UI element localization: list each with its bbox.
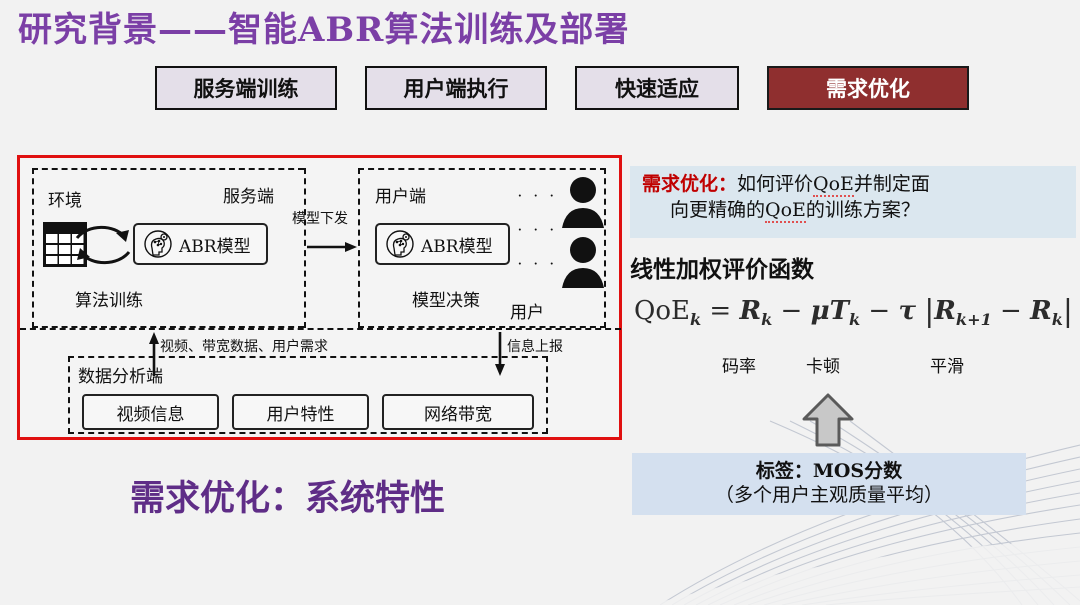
- page-title: 研究背景——智能ABR算法训练及部署: [18, 10, 630, 50]
- question-line1-b: 并制定面: [853, 173, 930, 195]
- abr-model-box-client[interactable]: ABR模型: [375, 223, 510, 265]
- formula-lhs: QoE: [634, 296, 690, 326]
- mos-line-1: 标签：MOS分数: [755, 460, 903, 483]
- formula-rebuf: T: [829, 296, 849, 326]
- brain-gear-icon: [144, 230, 172, 258]
- question-line1-qoe: QoE: [813, 173, 854, 197]
- analysis-item-network-bandwidth[interactable]: 网络带宽: [382, 394, 534, 430]
- chip-fast-adaptation[interactable]: 快速适应: [575, 66, 739, 110]
- chip-server-training[interactable]: 服务端训练: [155, 66, 337, 110]
- ellipsis-dots-row1: · · ·: [517, 186, 558, 205]
- client-section-dashed-border: [358, 168, 606, 328]
- question-line1-a: 如何评价: [737, 173, 814, 195]
- analysis-item-user-feature[interactable]: 用户特性: [232, 394, 369, 430]
- up-block-arrow-icon: [802, 393, 854, 447]
- label-info-report: 信息上报: [507, 339, 563, 355]
- label-client: 用户端: [375, 187, 426, 207]
- label-user: 用户: [510, 303, 544, 323]
- analysis-item-video-info[interactable]: 视频信息: [82, 394, 219, 430]
- mos-label-box: 标签：MOS分数 （多个用户主观质量平均）: [632, 453, 1026, 515]
- model-deploy-arrow-icon: [307, 242, 357, 252]
- label-environment: 环境: [48, 191, 82, 211]
- cycle-arrows-icon: [75, 225, 131, 265]
- system-architecture-diagram: 环境 服务端 用户端 算法训练 模型决策 用户 模型下发 信息上报 视频、带宽数…: [17, 155, 622, 440]
- formula-bitrate-sub: k: [761, 310, 773, 330]
- client-section-left-divider: [358, 168, 360, 328]
- question-line2-a: 向更精确的: [670, 198, 766, 221]
- mos-line-2: （多个用户主观质量平均）: [714, 484, 943, 506]
- label-algorithm-training: 算法训练: [75, 291, 143, 311]
- chip-demand-optimization-active[interactable]: 需求优化: [767, 66, 969, 110]
- ellipsis-dots-row3: · · ·: [517, 254, 558, 273]
- report-arrow-icon: [495, 332, 505, 376]
- abr-model-label: ABR模型: [421, 236, 493, 257]
- label-analysis-end: 数据分析端: [78, 367, 163, 387]
- formula-eq: =: [709, 296, 732, 326]
- formula-rebuf-sub: k: [848, 310, 861, 330]
- abr-model-label: ABR模型: [179, 236, 251, 257]
- server-section-right-divider: [304, 168, 306, 328]
- environment-table-icon: [43, 222, 87, 267]
- chip-client-execution[interactable]: 用户端执行: [365, 66, 547, 110]
- formula-annotation-rebuffering: 卡顿: [806, 357, 840, 377]
- server-section-dashed-border: [32, 168, 304, 328]
- ellipsis-dots-row2: · · ·: [517, 220, 558, 239]
- user-silhouettes-icon: [562, 177, 604, 288]
- formula-annotation-smoothness: 平滑: [930, 357, 964, 377]
- footer-headline: 需求优化：系统特性: [130, 478, 446, 519]
- qoe-formula: QoEk = Rk − μTk − τ |Rk+1 − Rk|: [634, 294, 1073, 329]
- formula-minus-1: −: [780, 296, 803, 326]
- label-model-deploy: 模型下发: [292, 211, 348, 227]
- formula-next-sub: k+1: [955, 310, 992, 330]
- upflow-arrow-icon: [149, 332, 159, 376]
- formula-abs-open: |: [924, 294, 935, 329]
- label-server: 服务端: [223, 187, 274, 207]
- formula-next: R: [934, 296, 956, 326]
- formula-cur-sub: k: [1051, 310, 1063, 330]
- question-line-1: 需求优化：如何评价QoE并制定面: [642, 172, 1066, 198]
- formula-lhs-sub: k: [689, 310, 702, 330]
- analysis-section-dashed-border: [68, 356, 548, 434]
- formula-minus-3: −: [1000, 296, 1022, 326]
- question-prefix: 需求优化：: [642, 173, 738, 195]
- formula-annotation-bitrate: 码率: [722, 357, 756, 377]
- brain-gear-icon: [386, 230, 414, 258]
- question-line-2: 向更精确的QoE的训练方案？: [642, 198, 1066, 224]
- formula-cur: R: [1030, 296, 1052, 326]
- formula-section-heading: 线性加权评价函数: [630, 256, 814, 283]
- label-model-decision: 模型决策: [412, 291, 480, 311]
- formula-bitrate: R: [739, 296, 762, 326]
- formula-tau: τ: [898, 296, 916, 326]
- question-callout-box: 需求优化：如何评价QoE并制定面 向更精确的QoE的训练方案？: [630, 166, 1076, 238]
- diagram-horizontal-divider: [20, 328, 621, 330]
- question-line2-qoe: QoE: [765, 198, 806, 223]
- label-upflow-data: 视频、带宽数据、用户需求: [160, 339, 328, 355]
- question-line2-b: 的训练方案？: [805, 198, 920, 221]
- formula-abs-close: |: [1062, 294, 1073, 329]
- abr-model-box-server[interactable]: ABR模型: [133, 223, 268, 265]
- formula-mu: μ: [810, 296, 830, 326]
- formula-minus-2: −: [868, 296, 891, 326]
